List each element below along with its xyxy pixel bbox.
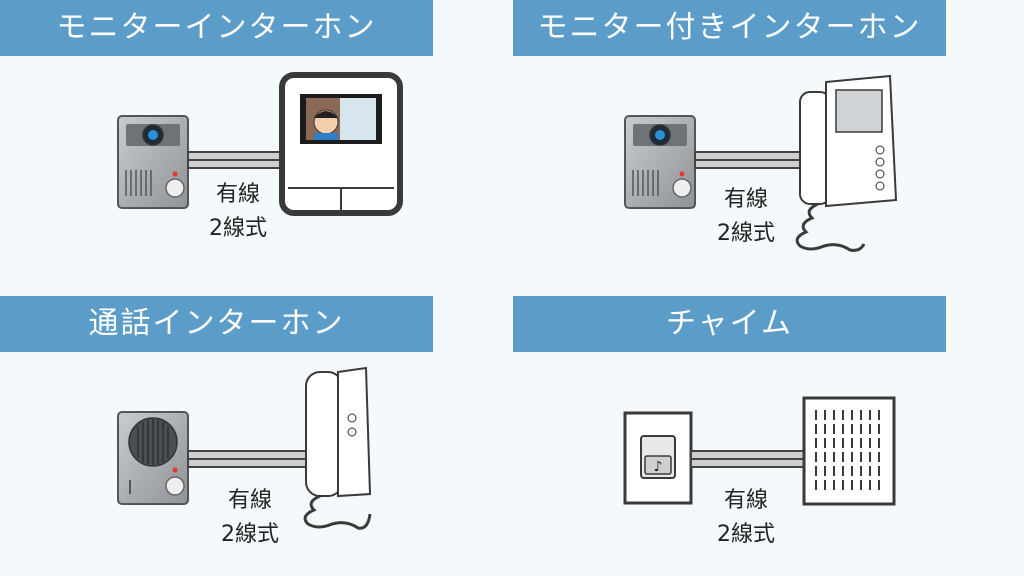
panel-title-chime: チャイム xyxy=(513,296,946,352)
wire-count: 2線式 xyxy=(209,216,267,241)
wire-tl xyxy=(187,151,284,169)
chime-speaker-unit xyxy=(802,396,896,506)
chime-button-unit: ♪ xyxy=(623,411,693,505)
panel-title-call-intercom: 通話インターホン xyxy=(0,296,433,352)
call-button-icon xyxy=(165,476,185,496)
handset-monitor-tr xyxy=(795,74,898,252)
call-button-icon xyxy=(672,178,692,198)
wire-count: 2線式 xyxy=(221,522,279,547)
wire-br xyxy=(690,450,806,468)
wire-label-tr: 有線 2線式 xyxy=(686,183,806,251)
door-station-camera-tl xyxy=(117,115,189,209)
wire-type: 有線 xyxy=(723,187,768,212)
door-station-speaker-bl xyxy=(117,411,189,505)
wire-label-bl: 有線 2線式 xyxy=(190,484,310,552)
wire-label-br: 有線 2線式 xyxy=(686,484,806,552)
wire-type: 有線 xyxy=(723,488,768,513)
handset-bl xyxy=(303,366,372,530)
panel-title-monitor-intercom: モニターインターホン xyxy=(0,0,433,56)
panel-title-monitor-attached-intercom: モニター付きインターホン xyxy=(513,0,946,56)
wire-count: 2線式 xyxy=(717,221,775,246)
door-station-camera-tr xyxy=(624,115,696,209)
wire-bl xyxy=(187,450,311,468)
wire-type: 有線 xyxy=(215,182,260,207)
wire-tr xyxy=(694,151,806,169)
call-button-icon xyxy=(165,178,185,198)
music-note-icon: ♪ xyxy=(654,459,663,475)
indoor-monitor-tl xyxy=(279,72,403,216)
wire-count: 2線式 xyxy=(717,522,775,547)
wire-label-tl: 有線 2線式 xyxy=(178,178,298,246)
wire-type: 有線 xyxy=(227,488,272,513)
